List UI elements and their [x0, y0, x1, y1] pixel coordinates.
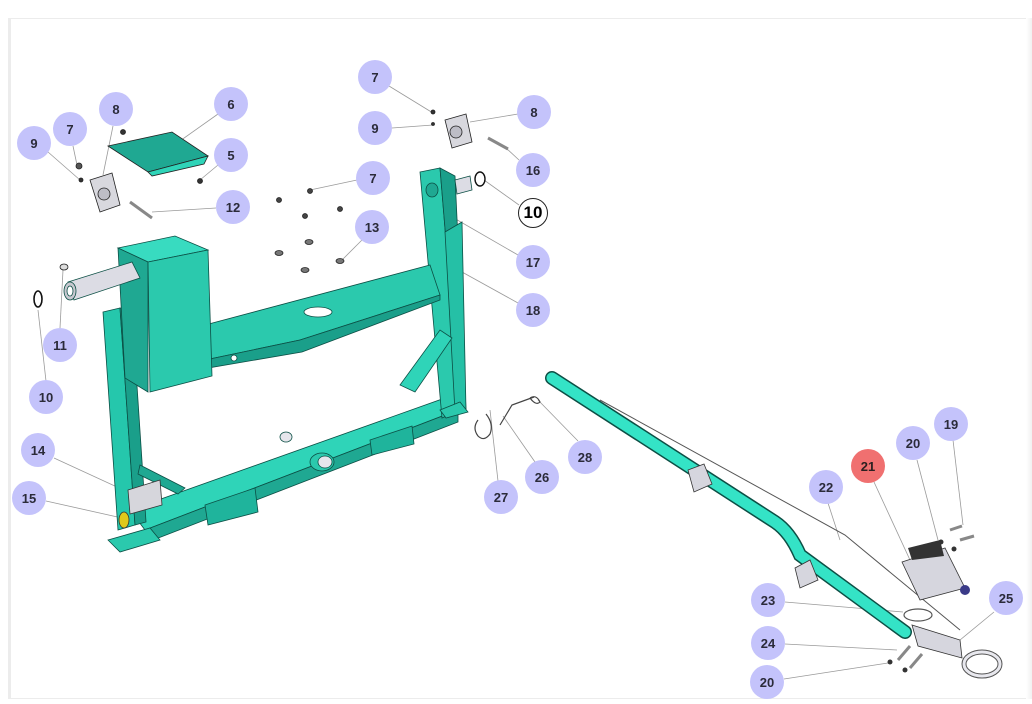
callout-8[interactable]: 8: [517, 95, 551, 129]
callout-17[interactable]: 17: [516, 245, 550, 279]
pins-and-chain: [474, 396, 541, 440]
callout-24[interactable]: 24: [751, 626, 785, 660]
callout-19[interactable]: 19: [934, 407, 968, 441]
callout-20[interactable]: 20: [750, 665, 784, 699]
callout-13[interactable]: 13: [355, 210, 389, 244]
main-frame-assembly: [63, 167, 473, 553]
callout-7[interactable]: 7: [356, 161, 390, 195]
callout-16[interactable]: 16: [516, 153, 550, 187]
callout-10[interactable]: 10: [29, 380, 63, 414]
callout-5[interactable]: 5: [214, 138, 248, 172]
callout-10-selected[interactable]: 10: [518, 198, 548, 228]
scroll-edge-shade: [1026, 18, 1032, 699]
callout-7[interactable]: 7: [358, 60, 392, 94]
callout-28[interactable]: 28: [568, 440, 602, 474]
leader-lines: [37, 85, 995, 680]
callout-27[interactable]: 27: [484, 480, 518, 514]
callout-7[interactable]: 7: [53, 112, 87, 146]
callout-25[interactable]: 25: [989, 581, 1023, 615]
callout-15[interactable]: 15: [12, 481, 46, 515]
callout-22[interactable]: 22: [809, 470, 843, 504]
callout-8[interactable]: 8: [99, 92, 133, 126]
top-parts: [33, 109, 509, 308]
callout-9[interactable]: 9: [17, 126, 51, 160]
callout-20[interactable]: 20: [896, 426, 930, 460]
callout-14[interactable]: 14: [21, 433, 55, 467]
callout-18[interactable]: 18: [516, 293, 550, 327]
callout-26[interactable]: 26: [525, 460, 559, 494]
callout-21-active[interactable]: 21: [851, 449, 885, 483]
callout-9[interactable]: 9: [358, 111, 392, 145]
callout-12[interactable]: 12: [216, 190, 250, 224]
callout-6[interactable]: 6: [214, 87, 248, 121]
callout-11[interactable]: 11: [43, 328, 77, 362]
callout-23[interactable]: 23: [751, 583, 785, 617]
drawbar-assembly: [545, 371, 1003, 679]
